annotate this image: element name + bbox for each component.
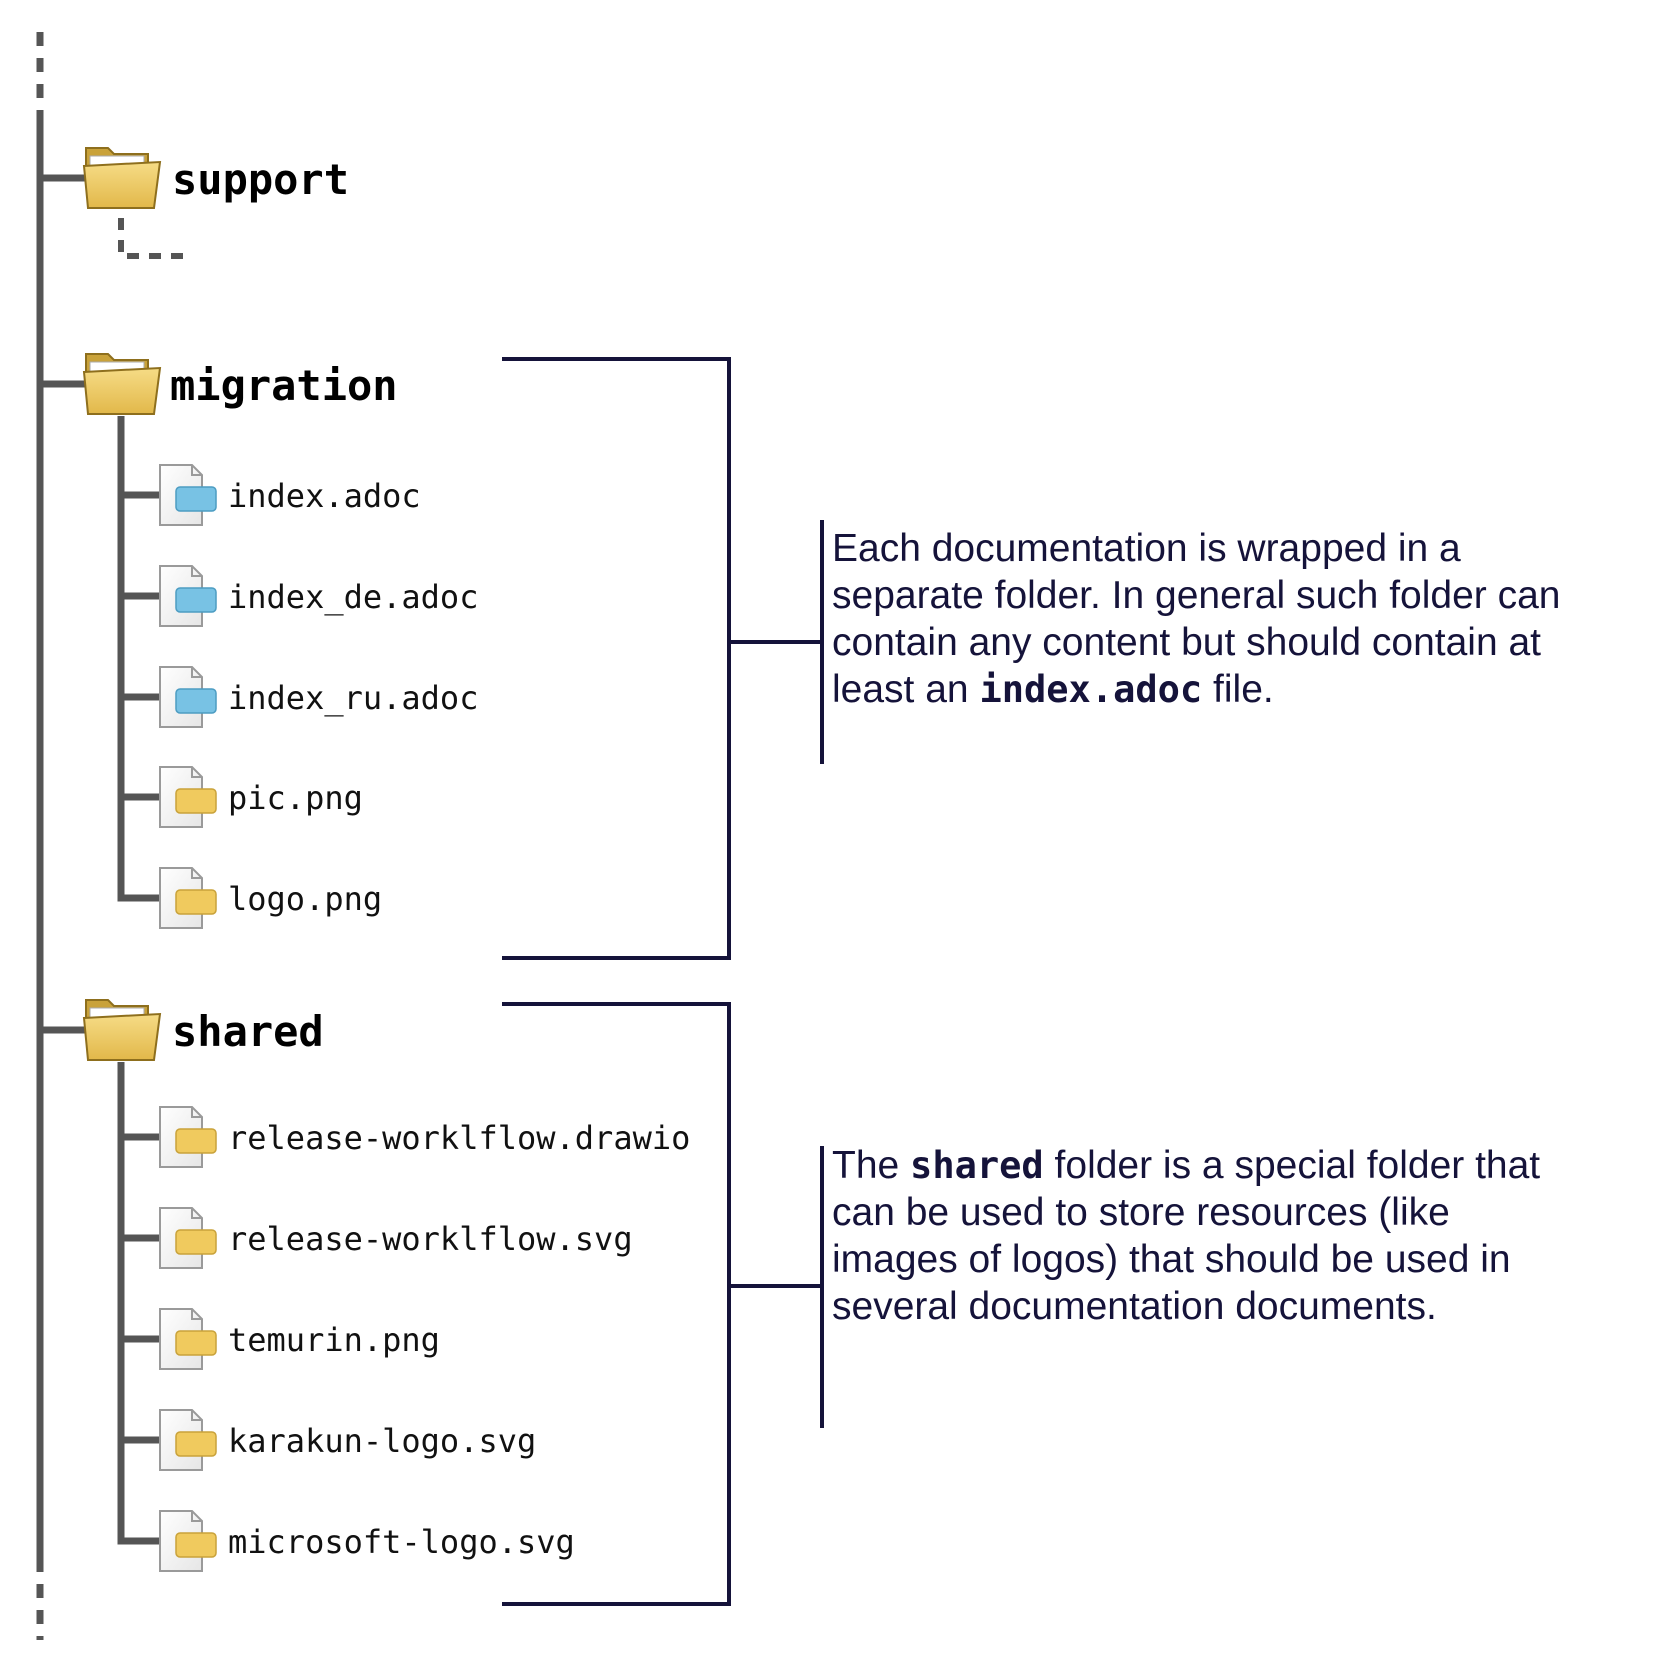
file-label-index-adoc: index.adoc bbox=[228, 477, 421, 515]
file-label-release-workflow-svg: release-worklflow.svg bbox=[228, 1220, 633, 1258]
image-file-icon bbox=[159, 867, 217, 929]
file-row: index_de.adoc bbox=[121, 565, 478, 627]
file-row: index.adoc bbox=[121, 464, 421, 526]
support-collapsed-children bbox=[118, 218, 190, 259]
migration-annotation: Each documentation is wrapped in a separ… bbox=[832, 525, 1632, 713]
shared-folder-icon bbox=[82, 999, 162, 1061]
migration-branch bbox=[117, 416, 160, 902]
migration-annotation-line: separate folder. In general such folder … bbox=[832, 574, 1561, 617]
support-folder-icon bbox=[82, 147, 162, 209]
file-row: pic.png bbox=[121, 766, 363, 828]
image-file-icon bbox=[159, 1308, 217, 1370]
file-row: logo.png bbox=[121, 867, 382, 929]
migration-annotation-line: least an index.adoc file. bbox=[832, 666, 1632, 713]
file-row: release-worklflow.svg bbox=[121, 1207, 633, 1269]
file-row: microsoft-logo.svg bbox=[121, 1510, 575, 1572]
image-file-icon bbox=[159, 1207, 217, 1269]
file-label-temurin-png: temurin.png bbox=[228, 1321, 440, 1359]
folder-label-migration: migration bbox=[170, 361, 398, 410]
folder-label-shared: shared bbox=[172, 1007, 324, 1056]
image-file-icon bbox=[159, 1510, 217, 1572]
migration-annotation-line: Each documentation is wrapped in a bbox=[832, 527, 1461, 570]
index-adoc-code: index.adoc bbox=[979, 668, 1203, 711]
migration-folder-icon bbox=[82, 353, 162, 415]
shared-annotation-line: images of logos) that should be used in bbox=[832, 1238, 1511, 1281]
resource-file-icon bbox=[159, 1106, 217, 1168]
file-label-microsoft-logo-svg: microsoft-logo.svg bbox=[228, 1523, 575, 1561]
image-file-icon bbox=[159, 1409, 217, 1471]
shared-bracket bbox=[502, 1002, 731, 1606]
file-label-logo-png: logo.png bbox=[228, 880, 382, 918]
shared-annotation-line: several documentation documents. bbox=[832, 1285, 1437, 1328]
shared-annotation-line: can be used to store resources (like bbox=[832, 1191, 1450, 1234]
folder-label-support: support bbox=[172, 155, 349, 204]
adoc-file-icon bbox=[159, 666, 217, 728]
shared-code: shared bbox=[910, 1144, 1044, 1187]
shared-annotation-line: The shared folder is a special folder th… bbox=[832, 1142, 1632, 1189]
image-file-icon bbox=[159, 766, 217, 828]
migration-annotation-text: least an bbox=[832, 668, 980, 711]
shared-annotation-text: folder is a special folder that bbox=[1043, 1144, 1541, 1187]
adoc-file-icon bbox=[159, 464, 217, 526]
file-label-index-de-adoc: index_de.adoc bbox=[228, 578, 478, 616]
file-row: release-worklflow.drawio bbox=[121, 1106, 690, 1168]
adoc-file-icon bbox=[159, 565, 217, 627]
shared-annotation: The shared folder is a special folder th… bbox=[832, 1142, 1632, 1330]
migration-annotation-text: file. bbox=[1202, 668, 1274, 711]
file-label-karakun-logo-svg: karakun-logo.svg bbox=[228, 1422, 536, 1460]
file-row: temurin.png bbox=[121, 1308, 440, 1370]
file-label-index-ru-adoc: index_ru.adoc bbox=[228, 679, 478, 717]
migration-bracket bbox=[502, 357, 731, 960]
file-row: index_ru.adoc bbox=[121, 666, 478, 728]
file-label-release-workflow-drawio: release-worklflow.drawio bbox=[228, 1119, 690, 1157]
shared-annotation-text: The bbox=[832, 1144, 911, 1187]
migration-annotation-line: contain any content but should contain a… bbox=[832, 621, 1542, 664]
file-label-pic-png: pic.png bbox=[228, 779, 363, 817]
file-row: karakun-logo.svg bbox=[121, 1409, 536, 1471]
